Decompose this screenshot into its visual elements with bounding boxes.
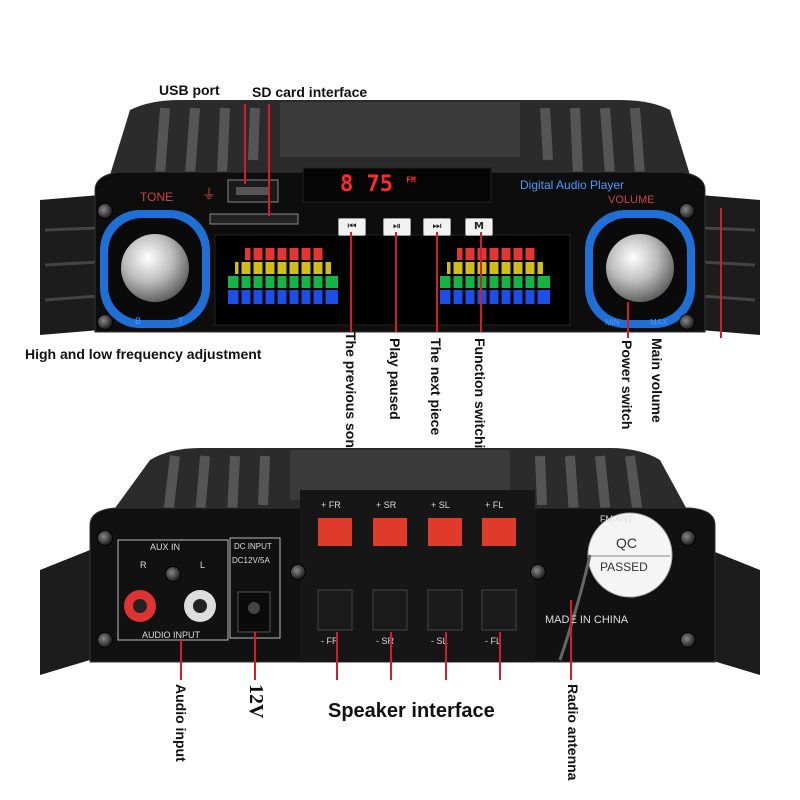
- speaker-label-sr-negative: - SR: [376, 636, 394, 646]
- speaker-label-fl-negative: - FL: [485, 636, 502, 646]
- sd-card-callout: SD card interface: [252, 84, 368, 100]
- power-switch-callout: Power switch: [619, 340, 635, 430]
- speaker-interface-callout: Speaker interface: [328, 700, 495, 722]
- previous-song-button[interactable]: ⏮: [338, 218, 366, 236]
- speaker-callout-line-3: [445, 632, 447, 680]
- radio-antenna-callout: Radio antenna: [565, 684, 581, 781]
- mode-icon: M: [474, 221, 484, 232]
- max-label: MAX: [650, 318, 668, 327]
- usb-port-callout: USB port: [159, 82, 220, 98]
- treble-label: T: [178, 316, 184, 326]
- screw: [679, 314, 695, 330]
- mode-button[interactable]: M: [465, 218, 493, 236]
- next-piece-callout: The next piece: [428, 338, 444, 436]
- screw: [165, 566, 181, 582]
- main-volume-callout: Main volume: [649, 338, 665, 423]
- aux-in-label: AUX IN: [150, 542, 181, 552]
- speaker-callout-line-4: [499, 632, 501, 680]
- left-channel-label: L: [200, 560, 206, 570]
- made-in-label: MADE IN CHINA: [545, 614, 629, 626]
- skip-next-icon: ⏭: [432, 221, 442, 232]
- volume-knob[interactable]: [606, 234, 674, 302]
- usb-icon: ⏚: [202, 186, 216, 202]
- screw: [679, 203, 695, 219]
- antenna-callout-line: [570, 600, 572, 680]
- audio-input-callout-line: [180, 640, 182, 680]
- volume-label: VOLUME: [608, 194, 655, 206]
- audio-input-callout: Audio input: [173, 684, 189, 762]
- passed-sticker-text: PASSED: [600, 560, 648, 574]
- prev-callout-line: [350, 232, 352, 332]
- front-amplifier: TONE VOLUME Digital Audio Player 8 75 FM…: [0, 0, 800, 360]
- dc-power-jack[interactable]: [238, 592, 270, 632]
- speaker-terminal-fl[interactable]: [482, 518, 516, 630]
- display-value: 8 75: [340, 172, 393, 197]
- qc-sticker-text: QC: [616, 535, 637, 551]
- play-pause-button[interactable]: ⏯: [383, 218, 411, 236]
- previous-song-callout: The previous song: [343, 332, 359, 457]
- tone-label: TONE: [140, 190, 174, 204]
- speaker-label-sl-positive: + SL: [431, 500, 450, 510]
- next-callout-line: [436, 232, 438, 332]
- speaker-callout-line-2: [390, 632, 392, 680]
- speaker-label-fr-positive: + FR: [321, 500, 341, 510]
- tone-knob[interactable]: [121, 234, 189, 302]
- sd-callout-line: [268, 104, 270, 216]
- bass-label: B: [135, 316, 142, 326]
- func-callout-line: [480, 232, 482, 332]
- aux-left-jack[interactable]: [184, 590, 216, 622]
- usb-callout-line: [244, 104, 246, 184]
- power-callout-line: [627, 302, 629, 338]
- screw: [97, 632, 113, 648]
- speaker-terminal-sr[interactable]: [373, 518, 407, 630]
- volume-callout-line: [720, 208, 722, 338]
- skip-previous-icon: ⏮: [347, 221, 357, 232]
- screw: [97, 530, 113, 546]
- speaker-terminal-fr[interactable]: [318, 518, 352, 630]
- speaker-label-sl-negative: - SL: [431, 636, 448, 646]
- play-pause-icon: ⏯: [393, 221, 401, 232]
- display-readout: 8 75 FM: [340, 172, 416, 197]
- voltage-callout: 12V: [245, 684, 267, 719]
- dc-spec-label: DC12V/5A: [232, 556, 270, 565]
- screw: [680, 530, 696, 546]
- screw: [530, 564, 546, 580]
- aux-right-jack[interactable]: [124, 590, 156, 622]
- screw: [290, 564, 306, 580]
- speaker-label-fr-negative: - FR: [321, 636, 339, 646]
- screw: [680, 632, 696, 648]
- screw: [97, 203, 113, 219]
- function-switching-callout: Function switching: [472, 338, 488, 466]
- speaker-label-fl-positive: + FL: [485, 500, 504, 510]
- fm-ant-label: FM ANT: [600, 514, 633, 524]
- min-label: MIN: [605, 318, 620, 327]
- rear-amplifier: AUX IN R L AUDIO INPUT DC INPUT DC12V/5A…: [0, 430, 800, 690]
- brand-text: Digital Audio Player: [520, 178, 625, 192]
- front-chassis-graphic: [40, 100, 760, 335]
- rear-chassis-graphic: [40, 448, 760, 675]
- speaker-label-sr-positive: + SR: [376, 500, 397, 510]
- dc-input-label: DC INPUT: [234, 542, 272, 551]
- screw: [97, 314, 113, 330]
- audio-input-label: AUDIO INPUT: [142, 630, 201, 640]
- display-unit: FM: [406, 175, 416, 185]
- play-paused-callout: Play paused: [387, 338, 403, 420]
- right-channel-label: R: [140, 560, 147, 570]
- play-callout-line: [395, 232, 397, 332]
- speaker-callout-line-1: [336, 632, 338, 680]
- freq-adjust-callout: High and low frequency adjustment: [25, 346, 262, 362]
- dc-callout-line: [254, 632, 256, 680]
- speaker-terminal-sl[interactable]: [428, 518, 462, 630]
